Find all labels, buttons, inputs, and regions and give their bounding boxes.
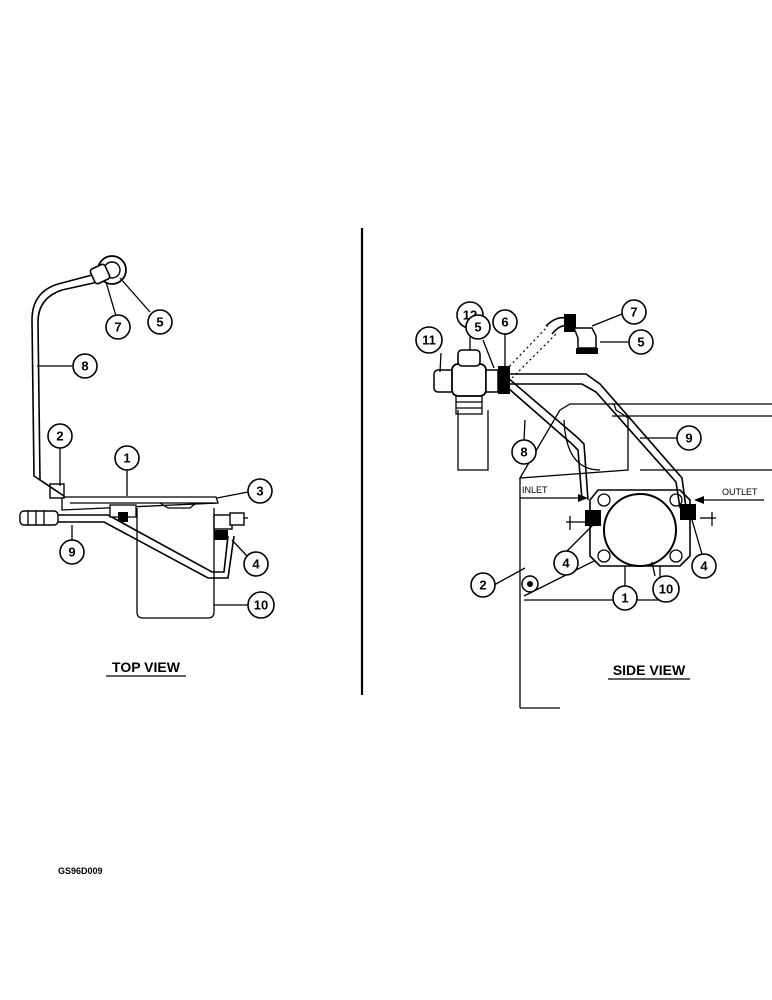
svg-text:2: 2: [479, 578, 486, 593]
top-view-heading: TOP VIEW: [112, 659, 181, 675]
callout-top-1: 1: [114, 445, 140, 471]
callout-side-7: 7: [621, 299, 647, 325]
svg-text:9: 9: [68, 545, 75, 560]
callout-side-8: 8: [511, 439, 537, 465]
svg-text:11: 11: [422, 333, 436, 348]
top-view-drawing: [19, 255, 248, 619]
callout-top-8: 8: [72, 353, 98, 379]
callout-side-4a: 4: [553, 550, 579, 576]
svg-text:7: 7: [114, 320, 121, 335]
svg-text:5: 5: [637, 335, 644, 350]
callout-side-11: 11: [415, 326, 443, 354]
svg-text:5: 5: [156, 315, 163, 330]
callout-side-2: 2: [470, 572, 496, 598]
callout-side-9: 9: [676, 425, 702, 451]
outlet-label: OUTLET: [722, 487, 758, 497]
figure-code: GS96D009: [58, 866, 103, 876]
svg-text:9: 9: [685, 431, 692, 446]
svg-text:4: 4: [562, 556, 570, 571]
svg-text:4: 4: [252, 557, 260, 572]
svg-text:1: 1: [621, 591, 628, 606]
callout-side-6: 6: [492, 309, 518, 335]
svg-text:7: 7: [630, 305, 637, 320]
callout-top-4: 4: [243, 551, 269, 577]
top-view-leaders: [37, 277, 249, 606]
svg-text:3: 3: [256, 484, 263, 499]
svg-text:5: 5: [474, 320, 481, 335]
svg-text:2: 2: [56, 429, 63, 444]
side-view-drawing: [433, 314, 772, 709]
callout-side-5a: 5: [465, 314, 491, 340]
inlet-label: INLET: [522, 485, 548, 495]
callout-side-1: 1: [612, 585, 638, 611]
svg-text:8: 8: [520, 445, 527, 460]
callout-side-4b: 4: [691, 553, 717, 579]
side-view-heading: SIDE VIEW: [613, 662, 686, 678]
svg-text:4: 4: [700, 559, 708, 574]
svg-text:10: 10: [659, 582, 673, 597]
callout-side-10: 10: [652, 575, 680, 603]
callout-top-9: 9: [59, 539, 85, 565]
svg-text:10: 10: [254, 598, 268, 613]
callout-top-3: 3: [247, 478, 273, 504]
callout-top-2: 2: [47, 423, 73, 449]
callout-top-7: 7: [105, 314, 131, 340]
callout-top-5: 5: [147, 309, 173, 335]
svg-text:8: 8: [81, 359, 88, 374]
callout-top-10: 10: [247, 591, 275, 619]
callout-side-5b: 5: [628, 329, 654, 355]
svg-text:1: 1: [123, 451, 130, 466]
svg-text:6: 6: [501, 315, 508, 330]
